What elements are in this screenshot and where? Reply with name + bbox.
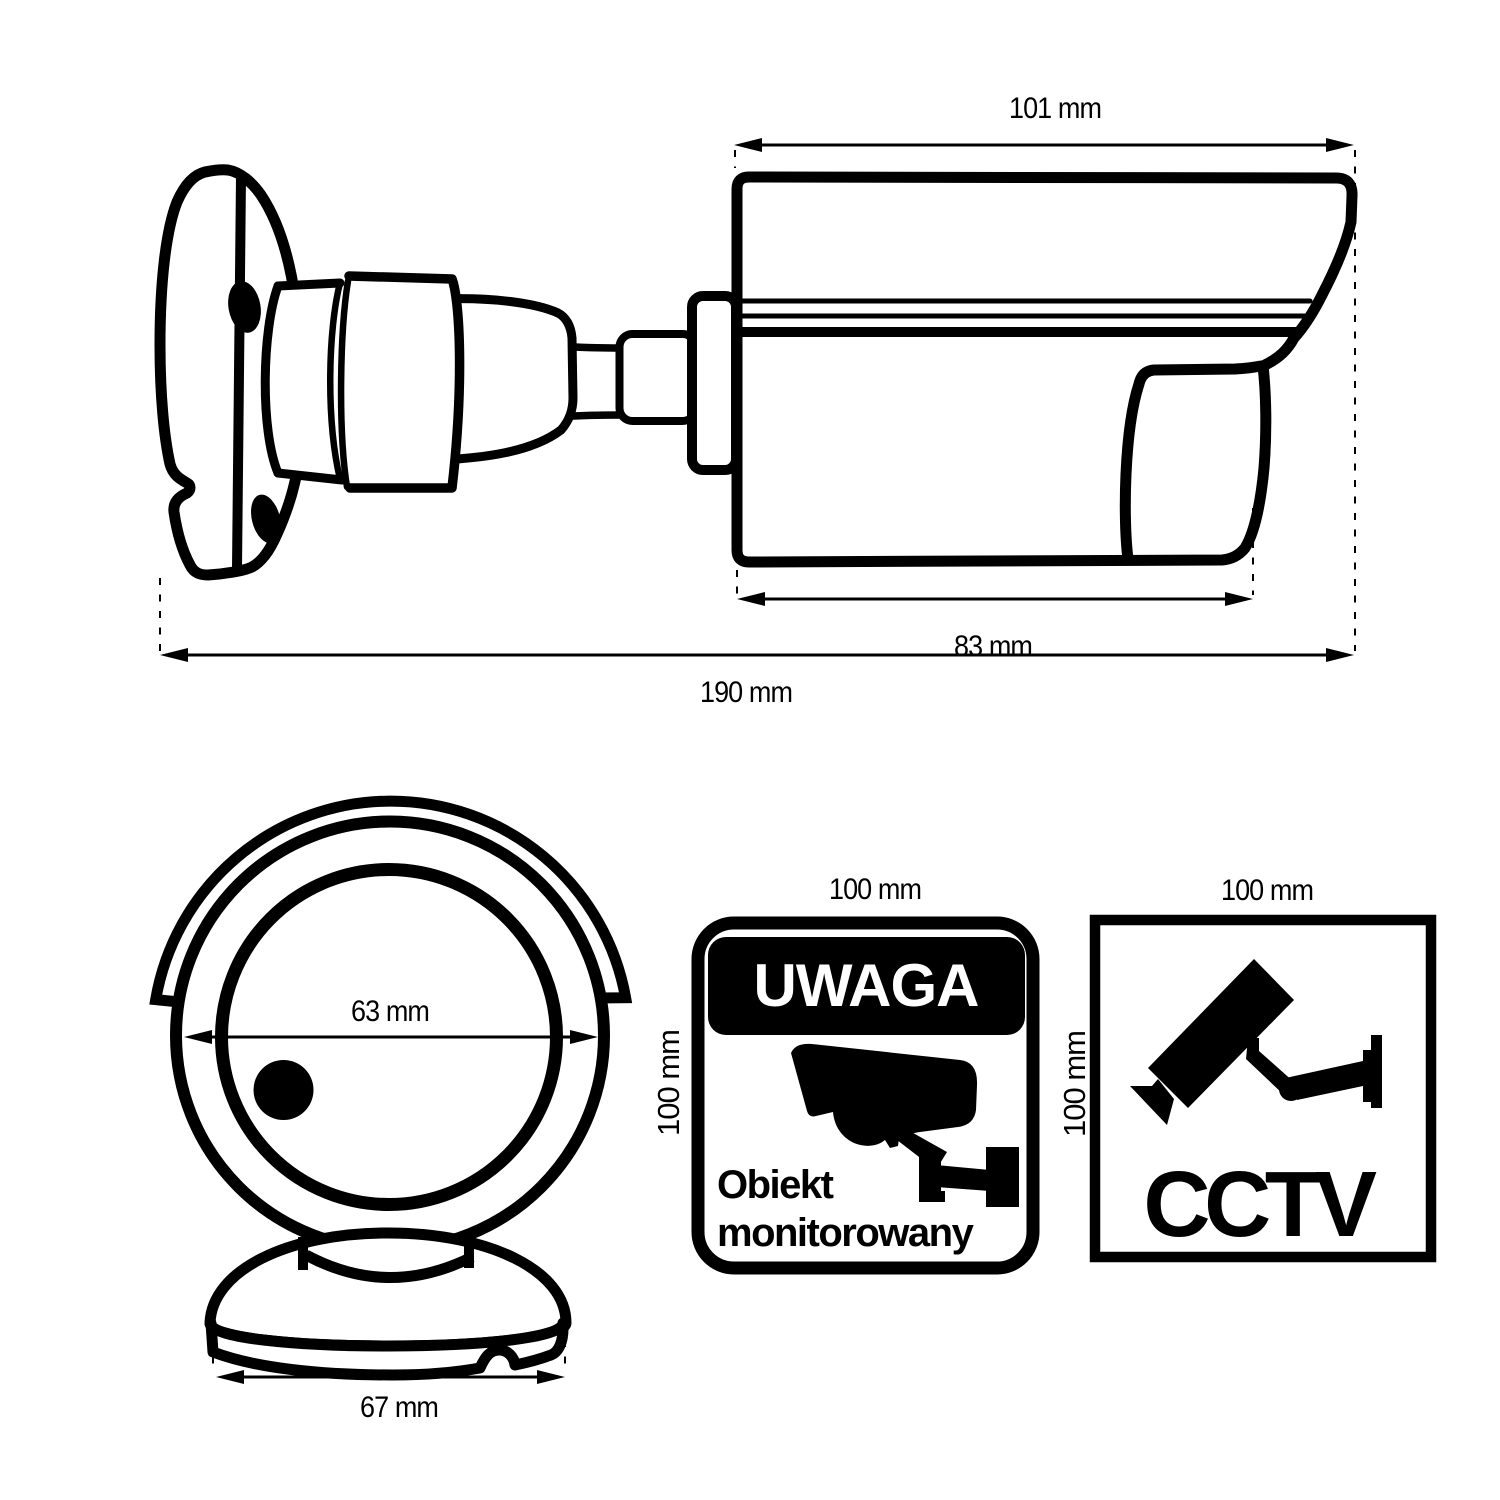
svg-text:CCTV: CCTV xyxy=(1143,1152,1377,1256)
svg-text:63 mm: 63 mm xyxy=(351,995,429,1029)
svg-text:monitorowany: monitorowany xyxy=(717,1211,975,1255)
svg-text:67 mm: 67 mm xyxy=(360,1391,438,1425)
svg-text:100 mm: 100 mm xyxy=(1057,1031,1092,1137)
svg-text:83 mm: 83 mm xyxy=(954,630,1032,664)
svg-text:100 mm: 100 mm xyxy=(651,1030,686,1136)
svg-text:Obiekt: Obiekt xyxy=(717,1163,834,1207)
svg-text:190 mm: 190 mm xyxy=(700,676,792,710)
svg-text:100 mm: 100 mm xyxy=(1221,874,1313,908)
svg-text:UWAGA: UWAGA xyxy=(754,952,979,1019)
svg-text:100 mm: 100 mm xyxy=(829,873,921,907)
svg-text:101 mm: 101 mm xyxy=(1009,92,1101,126)
